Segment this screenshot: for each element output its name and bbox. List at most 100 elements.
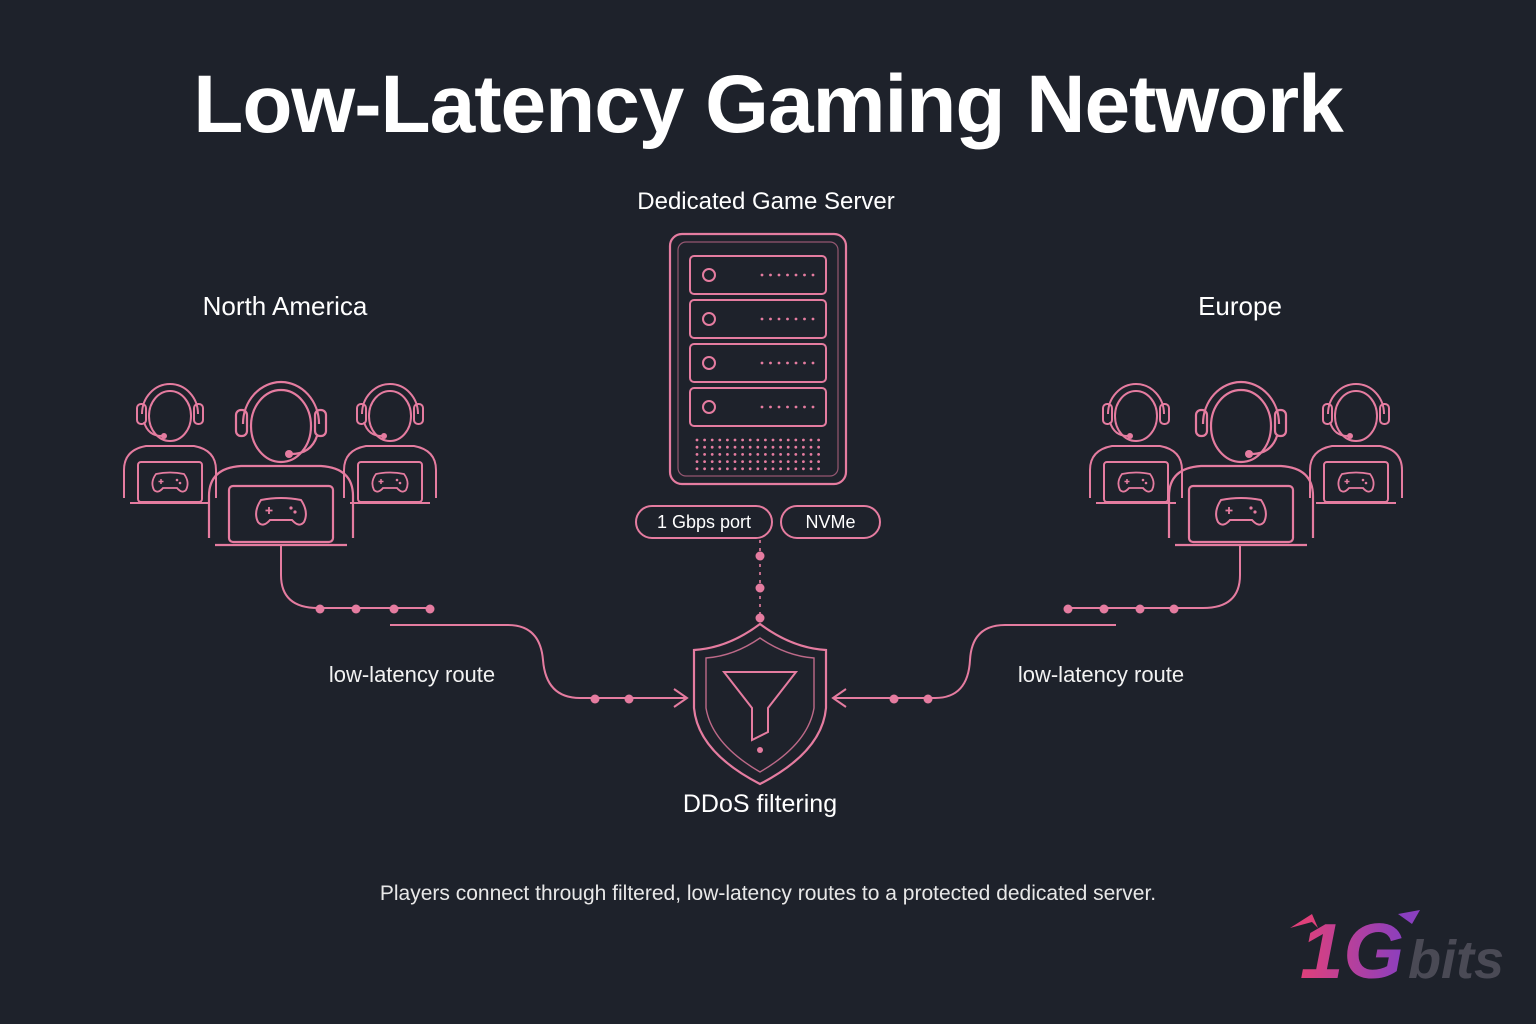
player-icon	[1167, 380, 1315, 547]
server-vent-dot	[802, 453, 805, 456]
server-vent-dot	[710, 445, 714, 449]
server-bay	[689, 387, 827, 427]
server-vent-dot	[695, 453, 699, 456]
server-bay-dot	[769, 361, 772, 365]
server-vent-dot	[695, 438, 699, 442]
server-vent-dot	[802, 467, 805, 471]
server-vent-dot	[756, 445, 760, 449]
server-vent-dot	[718, 460, 722, 463]
logo-text-main: 1G	[1300, 907, 1404, 990]
server-vent-dot	[710, 438, 714, 442]
server-bay-dot	[777, 361, 781, 365]
server-vent-dot	[733, 460, 737, 463]
server-vent-dot	[748, 453, 752, 456]
server-bay-dot	[786, 273, 789, 277]
server-vent-dot	[748, 445, 752, 449]
player-icon	[1089, 383, 1183, 504]
server-vent-dot	[771, 467, 775, 471]
tag-storage: NVMe	[780, 505, 881, 539]
server-bay-dot	[794, 405, 798, 409]
server-led-icon	[702, 268, 716, 282]
server-vent-dot	[779, 467, 782, 471]
server-vent-dot	[756, 460, 760, 463]
server-vent-dot	[764, 467, 767, 471]
server-vent-dot	[733, 445, 737, 449]
route-label-north-america: low-latency route	[328, 662, 496, 687]
server-vent-dot	[764, 445, 767, 449]
server-vent-dot	[809, 460, 813, 463]
server-vent-dot	[741, 438, 744, 442]
server-vent-dot	[748, 467, 752, 471]
server-vent-dot	[703, 467, 706, 471]
server-vent-dot	[718, 438, 722, 442]
server-vent-dot	[794, 467, 798, 471]
server-vent-dot	[695, 460, 699, 463]
server-vent-dot	[741, 453, 744, 456]
server-vent-dot	[817, 460, 820, 463]
server-bay-dot	[786, 405, 789, 409]
server-led-icon	[702, 312, 716, 326]
server-vent-dot	[809, 467, 813, 471]
server-vent-dot	[817, 445, 820, 449]
server-bay-dot	[803, 273, 806, 277]
server-bay-dot	[760, 273, 764, 277]
server-vent-dot	[771, 460, 775, 463]
server-vent-dot	[802, 445, 805, 449]
server-bay-dot	[760, 361, 764, 365]
server-vent-dot	[779, 438, 782, 442]
server-vent-dot	[710, 453, 714, 456]
server-vent-dot	[809, 453, 813, 456]
server-vent-dot	[695, 467, 699, 471]
server-vent-dot	[817, 453, 820, 456]
server-vent-dot	[726, 453, 729, 456]
server-bay-dot	[794, 361, 798, 365]
server-vent-dot	[703, 460, 706, 463]
region-label-europe: Europe	[1198, 291, 1282, 321]
server-vent-dot	[695, 445, 699, 449]
server-bay-dot	[760, 405, 764, 409]
server-vent-dot	[726, 460, 729, 463]
server-bay	[689, 299, 827, 339]
tag-port: 1 Gbps port	[635, 505, 773, 539]
server-vent-dot	[794, 438, 798, 442]
server-vent-dot	[764, 453, 767, 456]
server-vent-dot	[794, 453, 798, 456]
server-vent-dot	[748, 438, 752, 442]
server-vent-dot	[756, 467, 760, 471]
server-vent-dot	[703, 438, 706, 442]
server-bay-dot	[811, 361, 815, 365]
server-vent-dot	[741, 460, 744, 463]
route-dots-north-america	[315, 604, 634, 704]
player-group-europe	[1089, 380, 1403, 547]
server-vent-dot	[802, 438, 805, 442]
route-dots-europe	[889, 604, 1179, 704]
server-bay-dot	[786, 317, 789, 321]
server-vent-dot	[718, 445, 722, 449]
server-vent-dot	[786, 438, 790, 442]
funnel-icon	[721, 671, 799, 753]
route-line-europe	[831, 545, 1241, 708]
server-label: Dedicated Game Server	[637, 188, 895, 215]
server-vent-dot	[771, 445, 775, 449]
server-led-icon	[702, 356, 716, 370]
logo-text-sub: bits	[1408, 930, 1504, 990]
server-vent-dot	[733, 467, 737, 471]
server-vent-dot	[741, 467, 744, 471]
server-bay-dot	[811, 273, 815, 277]
server-vent-dot	[764, 460, 767, 463]
logo-icon: 1G bits	[1290, 907, 1504, 995]
server-vent-dot	[786, 445, 790, 449]
server-bay	[689, 255, 827, 295]
diagram-title: Low-Latency Gaming Network	[193, 59, 1344, 150]
server-bay-dot	[777, 273, 781, 277]
server-vent-dot	[771, 453, 775, 456]
server-vent-dot	[786, 460, 790, 463]
server-bay-dot	[803, 405, 806, 409]
server-vent-dot	[703, 453, 706, 456]
server-bay-dot	[803, 361, 806, 365]
server-vent-dot	[733, 438, 737, 442]
server-vent-dot	[802, 460, 805, 463]
player-icon	[207, 380, 355, 547]
server-vent-dot	[794, 460, 798, 463]
